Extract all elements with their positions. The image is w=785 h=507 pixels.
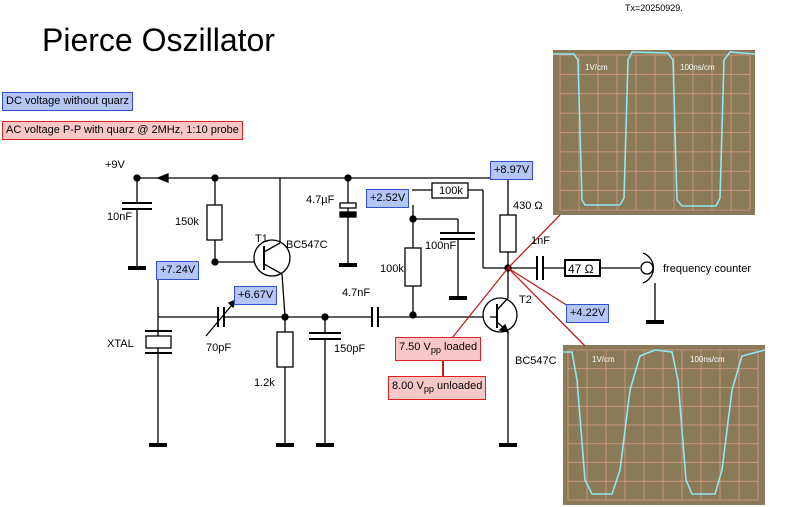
scope-tdiv: 100ns/cm <box>690 355 725 364</box>
voltage-badge: +6.67V <box>234 286 278 305</box>
transistor-t1 <box>253 239 291 277</box>
label-r-b: 100k <box>380 263 404 275</box>
ac-unloaded-badge: 8.00 Vpp unloaded <box>388 376 487 401</box>
value: 7.50 V <box>399 341 431 353</box>
voltage-badge: +8.97V <box>490 161 534 180</box>
label-r1: 150k <box>175 216 199 228</box>
label-c-coupling: 4.7nF <box>342 287 370 299</box>
suffix: unloaded <box>434 380 483 392</box>
scope-tdiv: 100ns/cm <box>680 63 715 72</box>
label-output: frequency counter <box>663 263 751 275</box>
label-c1: 10nF <box>107 211 132 223</box>
label-r-e: 1.2k <box>254 377 275 389</box>
legend-ac: AC voltage P-P with quarz @ 2MHz, 1:10 p… <box>2 121 243 140</box>
voltage-badge: +2.52V <box>366 189 410 208</box>
label-r-fb: 100k <box>439 185 463 197</box>
subscript: pp <box>423 384 434 395</box>
page-title: Pierce Oszillator <box>42 22 275 58</box>
label-t2: T2 <box>519 294 532 306</box>
label-r-out: 47 Ω <box>568 262 594 276</box>
supply-label: +9V <box>105 159 126 171</box>
label-trimmer: 70pF <box>206 342 231 354</box>
subscript: pp <box>430 345 441 356</box>
legend-dc: DC voltage without quarz <box>2 92 133 111</box>
oscilloscope-top: 1V/cm 100ns/cm <box>553 50 756 215</box>
bnc-connector-icon <box>640 261 654 275</box>
label-c-elko: 4.7µF <box>306 194 335 206</box>
transistor-t2 <box>482 297 518 333</box>
voltage-badge: +4.22V <box>566 304 610 323</box>
label-c-e: 150pF <box>334 343 365 355</box>
scope-vdiv: 1V/cm <box>592 355 615 364</box>
suffix: loaded <box>441 341 478 353</box>
oscilloscope-bottom: 1V/cm 100ns/cm <box>563 345 766 505</box>
value: 8.00 V <box>392 380 424 392</box>
voltage-badge: +7.24V <box>156 261 200 280</box>
arrow-icon <box>156 173 169 183</box>
label-r-c: 430 Ω <box>513 200 543 212</box>
label-xtal: XTAL <box>107 338 134 350</box>
label-c-out: 1nF <box>531 235 550 247</box>
label-t1: T1 <box>255 233 268 245</box>
scope-vdiv: 1V/cm <box>585 63 608 72</box>
label-t2-type: BC547C <box>515 355 557 367</box>
label-t1-type: BC547C <box>286 239 328 251</box>
tx-date: Tx=20250929. <box>625 3 683 13</box>
ac-loaded-badge: 7.50 Vpp loaded <box>395 337 482 362</box>
label-c-dec: 100nF <box>425 240 456 252</box>
